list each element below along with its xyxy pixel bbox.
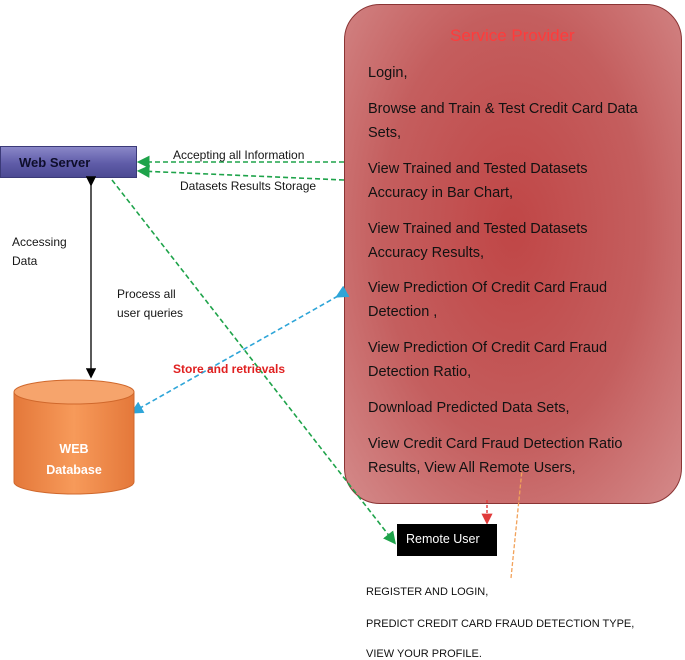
sp-item-browse-train: Browse and Train & Test Credit Card Data… [368,101,638,141]
arrow-store-retrievals [130,285,350,414]
remote-user-item-profile: VIEW YOUR PROFILE. [366,648,482,660]
sp-item-prediction-ratio: View Prediction Of Credit Card Fraud Det… [368,340,608,380]
label-accepting-info: Accepting all Information [173,148,305,162]
label-datasets-storage: Datasets Results Storage [180,179,317,193]
label-accessing-data: Accessing Data [12,235,67,268]
arrow-datasets-storage [136,165,345,181]
sp-item-download: Download Predicted Data Sets, [368,400,570,416]
web-server-node: Web Server [0,146,137,178]
service-provider-title: Service Provider [450,26,575,45]
database-cylinder [13,379,135,495]
service-provider-panel [344,4,682,504]
remote-user-item-register: REGISTER AND LOGIN, [366,586,489,598]
sp-item-prediction: View Prediction Of Credit Card Fraud Det… [368,280,608,320]
sp-item-accuracy-chart: View Trained and Tested Datasets Accurac… [368,161,588,201]
line-remote-user-items [510,469,523,579]
arrow-process-queries [111,179,396,545]
label-store-retrievals: Store and retrievals [173,362,286,376]
remote-user-item-predict: PREDICT CREDIT CARD FRAUD DETECTION TYPE… [366,618,635,630]
database-label-database: Database [46,463,102,477]
database-label-web: WEB [59,442,89,456]
label-process-queries: Process all user queries [117,287,184,320]
sp-item-fraud-ratio: View Credit Card Fraud Detection Ratio R… [368,436,623,476]
sp-item-login: Login, [368,65,408,81]
remote-user-node: Remote User [397,524,497,556]
sp-item-accuracy-results: View Trained and Tested Datasets Accurac… [368,221,588,261]
